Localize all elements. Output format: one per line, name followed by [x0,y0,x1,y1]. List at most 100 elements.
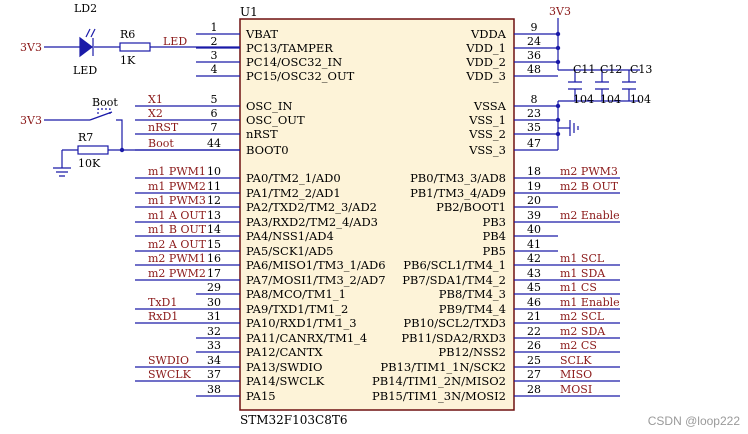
pin-number: 37 [207,368,221,381]
pin-name: PA15 [246,389,276,403]
net-label: m1 SDA [560,267,606,280]
pin-name: PB13/TIM1_1N/SCK2 [380,360,506,374]
net-label: m2 A OUT [148,238,207,251]
pin-number: 21 [527,310,541,323]
pin-number: 31 [207,310,221,323]
pin-number: 18 [527,165,541,178]
pin-name: PB10/SCL2/TXD3 [403,316,506,330]
net-label: X1 [148,93,163,106]
junction-dot [555,45,561,51]
power-supply-label: 3V3 [549,5,571,18]
pin-number: 29 [207,281,221,294]
pin-number: 47 [527,137,541,150]
pin-number: 5 [211,93,218,106]
pin-number: 41 [527,238,541,251]
pin-name: PC15/OSC32_OUT [246,69,355,83]
led-circuit [44,28,240,58]
pin-number: 25 [527,354,541,367]
pin-name: PA6/MISO1/TM3_1/AD6 [246,258,386,272]
junction-dot [555,103,561,109]
pin-number: 24 [527,35,541,48]
net-label: m1 A OUT [148,209,207,222]
right-pin-group: 9VDDA24VDD_136VDD_248VDD_38VSSA23VSS_135… [372,21,620,403]
pin-name: VBAT [245,27,278,41]
junction-dot [555,31,561,37]
pin-number: 43 [527,267,541,280]
junction-dot [555,117,561,123]
pin-number: 19 [527,180,541,193]
pin-name: VDD_3 [465,69,506,83]
junction-dots [555,31,561,137]
pin-name: VSSA [473,99,507,113]
pin-number: 38 [207,383,221,396]
led-ref-label: LD2 [74,2,97,15]
pin-number: 23 [527,107,541,120]
pin-number: 11 [207,180,221,193]
pin-number: 36 [527,49,541,62]
pin-number: 22 [527,325,541,338]
net-label: m1 SCL [560,252,605,265]
pin-number: 10 [207,165,221,178]
pin-name: VSS_3 [468,143,506,157]
pin-number: 48 [527,63,541,76]
left-pin-38: 38 PA15 [196,383,276,403]
pin-number: 33 [207,339,221,352]
net-label: m1 PWM1 [148,165,206,178]
net-label: m1 PWM3 [148,194,206,207]
boot-junction [119,147,125,153]
pin-name: PA1/TM2_2/AD1 [246,186,341,200]
chip-part-number: STM32F103C8T6 [240,413,347,427]
pin-number: 35 [527,121,541,134]
pin-name: VDD_1 [465,41,506,55]
pin-name: PB0/TM3_3/AD8 [410,171,506,185]
cap-ref-label: C13 [630,63,652,76]
net-label: SCLK [560,354,592,367]
pin-number: 32 [207,325,221,338]
pin-name: PB3 [482,215,506,229]
net-label: m2 SCL [560,310,605,323]
r6-value-label: 1K [120,54,136,67]
net-label: m1 B OUT [148,223,207,236]
power-circuit [557,18,640,150]
pin-name: PB14/TIM1_2N/MISO2 [372,374,506,388]
pin-name: VSS_2 [468,127,506,141]
chip-body [239,18,515,411]
cap-ref-label: C12 [600,63,622,76]
net-label: SWDIO [148,354,189,367]
pin-number: 45 [527,281,541,294]
pin-number: 15 [207,238,221,251]
pin-number: 39 [527,209,541,222]
boot-power-label: 3V3 [20,114,42,127]
net-label: RxD1 [148,310,178,323]
pin-number: 42 [527,252,541,265]
pin-name: PA4/NSS1/AD4 [246,229,334,243]
net-label: LED [163,35,187,48]
right-pin-25: 25 PB13/TIM1_1N/SCK2 SCLK [380,354,620,374]
pin-number: 1 [211,21,218,34]
net-label: SWCLK [148,368,192,381]
right-pin-21: 21 PB10/SCL2/TXD3 m2 SCL [403,310,620,330]
net-label: TxD1 [148,296,177,309]
